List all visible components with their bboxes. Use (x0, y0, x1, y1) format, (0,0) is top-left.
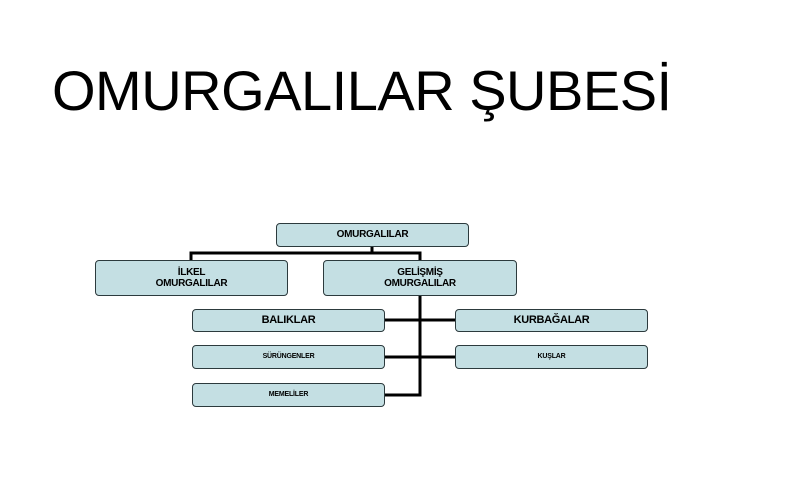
slide-title: OMURGALILAR ŞUBESİ (52, 59, 672, 122)
node-ilkel-omurgalilar: İLKEL OMURGALILAR (95, 260, 288, 296)
node-ilkel-omurgalilar-label: İLKEL OMURGALILAR (155, 266, 228, 290)
node-kurbagalar-label: KURBAĞALAR (513, 314, 590, 327)
node-memeliler: MEMELİLER (192, 383, 385, 407)
node-memeliler-label: MEMELİLER (268, 390, 309, 398)
node-omurgalilar: OMURGALILAR (276, 223, 469, 247)
node-gelismis-omurgalilar-label: GELİŞMİŞ OMURGALILAR (384, 266, 456, 290)
node-omurgalilar-label: OMURGALILAR (336, 229, 409, 241)
node-kurbagalar: KURBAĞALAR (455, 309, 648, 332)
node-kuslar-label: KUŞLAR (537, 352, 566, 360)
node-baliklar-label: BALIKLAR (261, 314, 316, 327)
node-surungenler-label: SÜRÜNGENLER (262, 352, 315, 360)
node-surungenler: SÜRÜNGENLER (192, 345, 385, 369)
node-gelismis-omurgalilar: GELİŞMİŞ OMURGALILAR (323, 260, 517, 296)
node-kuslar: KUŞLAR (455, 345, 648, 369)
node-baliklar: BALIKLAR (192, 309, 385, 332)
